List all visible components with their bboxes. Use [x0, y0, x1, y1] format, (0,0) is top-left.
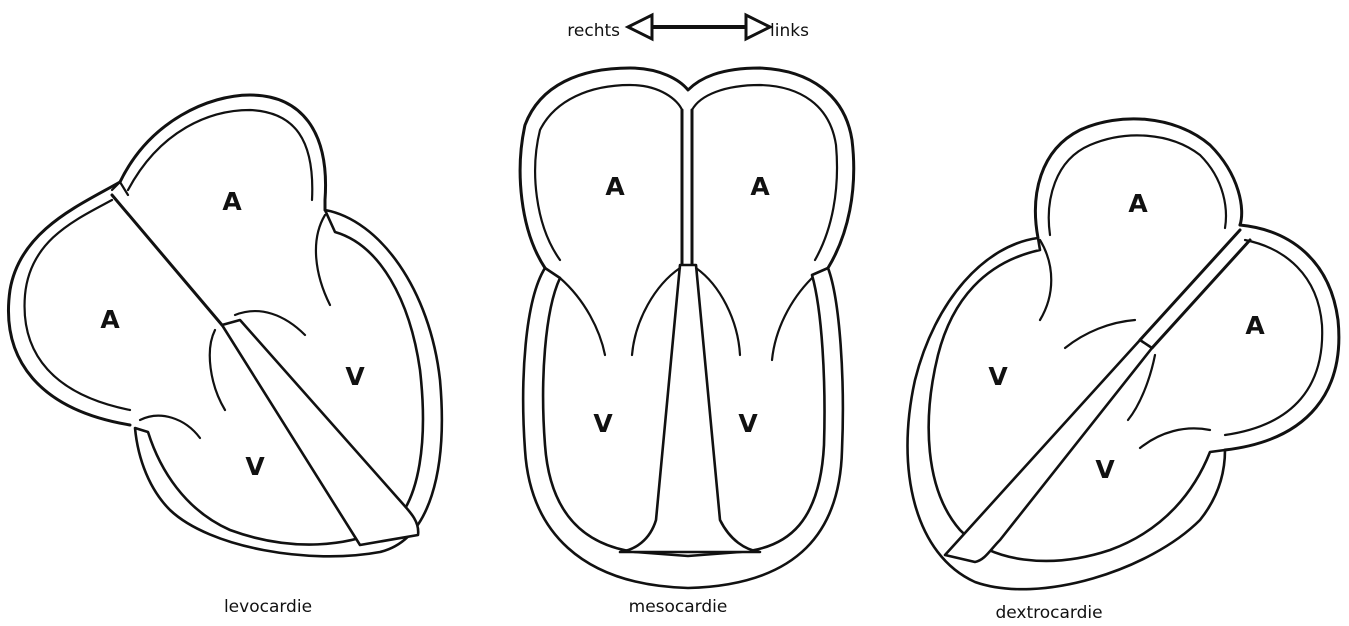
atrial-septum: [112, 195, 222, 325]
chamber-label-ventricle: V: [345, 362, 365, 391]
chamber-label-atrium: A: [605, 172, 625, 201]
ventricular-septum: [945, 340, 1152, 562]
ventricular-septum: [222, 320, 418, 545]
left-side-label: links: [770, 21, 809, 41]
chamber-label-ventricle: V: [988, 362, 1008, 391]
chamber-label-ventricle: V: [245, 452, 265, 481]
atrium-upper-wall: [1035, 119, 1241, 238]
orientation-indicator: rechts links: [567, 15, 809, 41]
chamber-label-ventricle: V: [1095, 455, 1115, 484]
chamber-label-ventricle: V: [738, 409, 758, 438]
caption-levocardie: levocardie: [224, 597, 312, 617]
chamber-label-atrium: A: [1128, 189, 1148, 218]
chamber-label-atrium: A: [222, 187, 242, 216]
heart-dextrocardie: A A V V dextrocardie: [908, 119, 1339, 623]
chamber-label-atrium: A: [750, 172, 770, 201]
ventricle-wall: [908, 238, 1226, 589]
heart-mesocardie: A A V V mesocardie: [520, 68, 854, 617]
chamber-label-ventricle: V: [593, 409, 613, 438]
chamber-label-atrium: A: [100, 305, 120, 334]
caption-dextrocardie: dextrocardie: [995, 603, 1102, 623]
atrial-septum: [1140, 230, 1240, 340]
chamber-label-atrium: A: [1245, 311, 1265, 340]
caption-mesocardie: mesocardie: [629, 597, 728, 617]
heart-levocardie: A A V V levocardie: [9, 95, 442, 617]
right-side-label: rechts: [567, 21, 620, 41]
double-arrow-icon: [628, 15, 770, 39]
